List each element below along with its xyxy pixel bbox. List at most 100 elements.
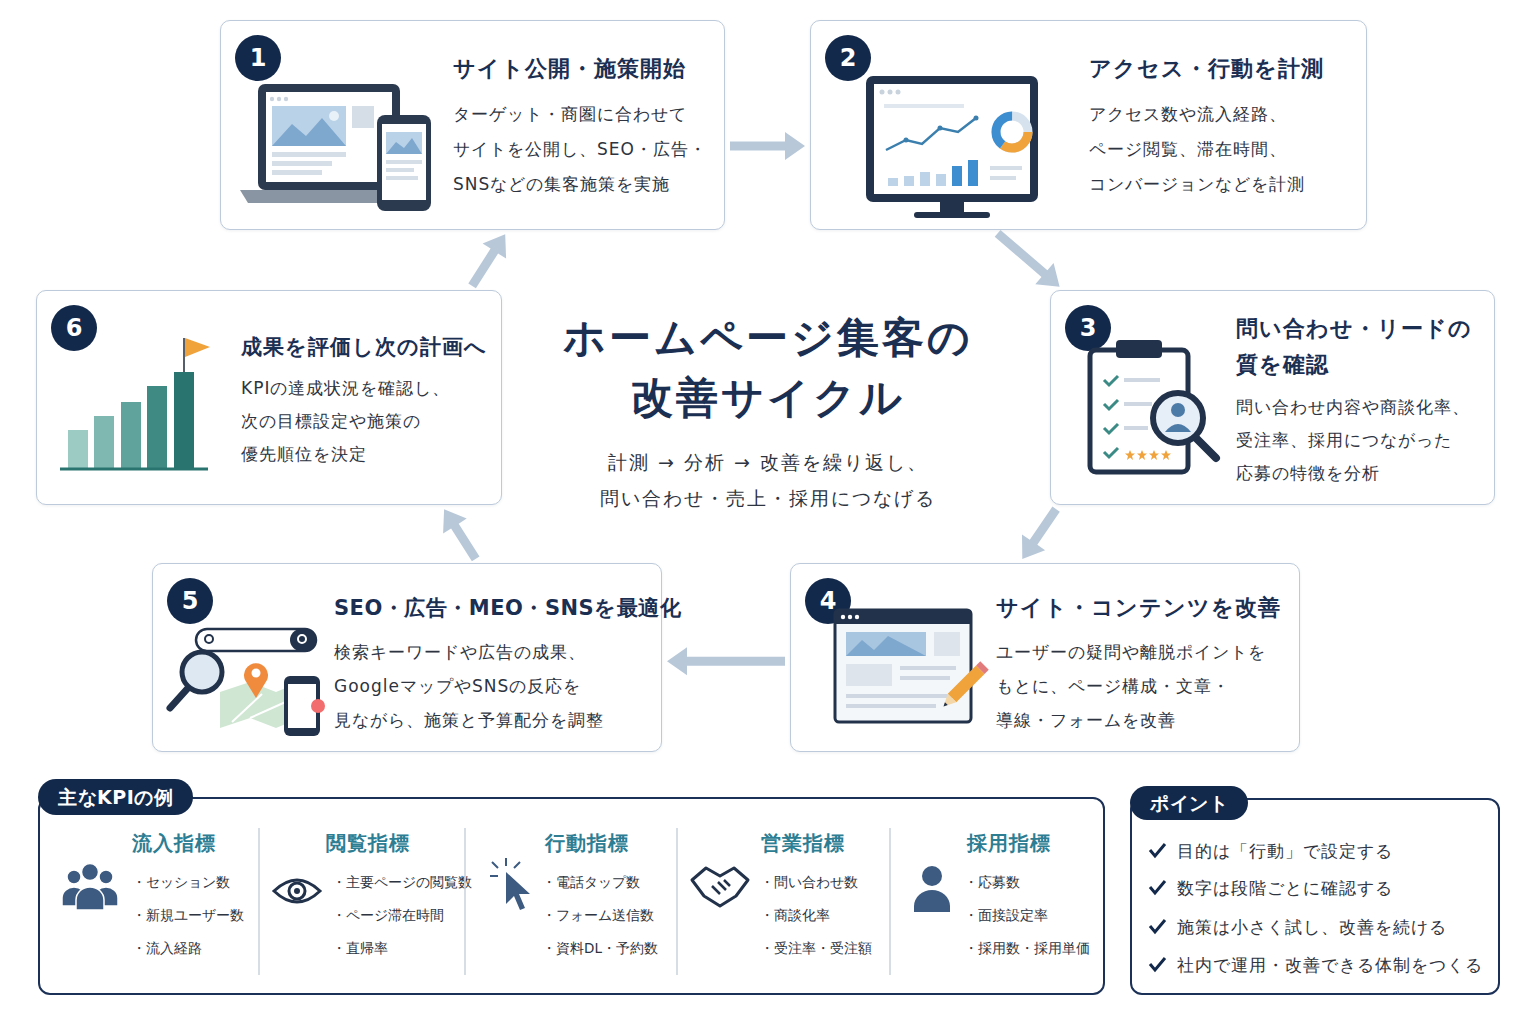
- clipboard-illustration-part: [1124, 426, 1148, 430]
- step-description: ターゲット・商圏に合わせて サイトを公開し、SEO・広告・ SNSなどの集客施策…: [453, 97, 723, 202]
- process-box: 問い合わせ・リードの 質を確認問い合わせ内容や商談化率、 受注率、採用につながっ…: [1050, 290, 1495, 505]
- kpi-icons-part: [294, 888, 300, 894]
- diagram-title: ホームページ集客の 改善サイクル: [508, 308, 1028, 428]
- laptop-illustration-part: [266, 92, 392, 182]
- monitor-illustration-part: [886, 118, 976, 150]
- browser-illustration-part-part: [939, 694, 956, 711]
- monitor-illustration: [866, 76, 1038, 218]
- laptop-illustration-part: [386, 168, 414, 172]
- kpi-category: 行動指標: [497, 827, 677, 859]
- monitor-illustration-part: [874, 84, 1030, 194]
- kpi-icons-part: [922, 866, 942, 886]
- kpi-category: 採用指標: [919, 827, 1099, 859]
- callout-number: 3: [1065, 305, 1111, 351]
- callout-number: 5: [167, 578, 213, 624]
- bar-chart-illustration-part: [60, 468, 208, 471]
- kpi-item: ・セッション数: [132, 866, 230, 899]
- bar-chart-illustration-part: [147, 386, 167, 468]
- clipboard-illustration-part: [1161, 450, 1171, 460]
- diagram-caption: 計測 → 分析 → 改善を繰り返し、 問い合わせ・売上・採用につなげる: [573, 444, 963, 516]
- step-description: 問い合わせ内容や商談化率、 受注率、採用につながった 応募の特徴を分析: [1236, 391, 1494, 490]
- clipboard-illustration-part: [1104, 448, 1118, 457]
- monitor-illustration-part: [940, 202, 964, 214]
- kpi-category: 流入指標: [84, 827, 264, 859]
- browser-illustration-part: [939, 661, 988, 710]
- step-number: 1: [235, 35, 281, 81]
- bar-chart-illustration-part: [68, 430, 88, 468]
- laptop-illustration-part: [386, 176, 418, 180]
- laptop-illustration-part: [272, 161, 332, 166]
- monitor-illustration-part: [904, 176, 914, 186]
- browser-illustration-part-part: [942, 702, 948, 708]
- laptop-illustration-part: [258, 84, 400, 190]
- process-box: アクセス・行動を計測アクセス数や流入経路、 ページ閲覧、滞在時間、 コンバージョ…: [810, 20, 1367, 230]
- check-mark: [1150, 844, 1165, 970]
- search-map-illustration-part: [196, 629, 316, 651]
- kpi-category: 営業指標: [713, 827, 893, 859]
- flow-arrow: [468, 234, 506, 288]
- monitor-illustration-part: [880, 90, 885, 95]
- kpi-icons-part: [712, 880, 730, 894]
- kpi-item: ・新規ユーザー数: [132, 899, 244, 932]
- bar-chart-illustration: [60, 338, 210, 469]
- monitor-illustration-part: [990, 176, 1016, 180]
- kpi-icons-part-part: [76, 887, 104, 910]
- kpi-icons-part-part: [94, 887, 118, 906]
- clipboard-illustration-part: [1149, 450, 1159, 460]
- monitor-illustration-part: [888, 178, 898, 186]
- clipboard-illustration-part: [1104, 424, 1118, 433]
- laptop-illustration-part: [272, 170, 322, 175]
- kpi-item: ・流入経路: [132, 932, 202, 965]
- process-box: SEO・広告・MEO・SNSを最適化検索キーワードや広告の成果、 Googleマ…: [152, 563, 662, 752]
- step-heading: 問い合わせ・リードの 質を確認: [1236, 311, 1491, 383]
- browser-illustration-part: [846, 664, 892, 686]
- step-description: KPIの達成状況を確認し、 次の目標設定や施策の 優先順位を決定: [241, 372, 499, 471]
- clipboard-illustration-part: [1090, 350, 1188, 472]
- kpi-item: ・電話タップ数: [542, 866, 640, 899]
- kpi-item: ・フォーム送信数: [542, 899, 654, 932]
- callout-number: 4: [805, 578, 851, 624]
- point-item: 数字は段階ごとに確認する: [1177, 873, 1393, 903]
- clipboard-illustration-part: [1116, 340, 1162, 358]
- monitor-illustration-part: [996, 116, 1028, 148]
- step-number: 4: [805, 578, 851, 624]
- monitor-illustration-part: [888, 90, 893, 95]
- browser-illustration-part: [835, 610, 971, 624]
- monitor-illustration-part: [866, 76, 1038, 202]
- laptop-illustration-part: [377, 115, 431, 211]
- browser-illustration-part: [835, 610, 971, 722]
- kpi-icons-part: [62, 864, 118, 911]
- laptop-illustration: [240, 84, 431, 211]
- kpi-icons-part: [289, 883, 305, 899]
- kpi-icons-part-part: [67, 870, 81, 884]
- search-map-illustration-part: [298, 635, 306, 643]
- clipboard-illustration-part: [1165, 424, 1191, 432]
- laptop-illustration-part: [272, 152, 346, 157]
- laptop-illustration-part: [284, 97, 288, 101]
- process-box: サイト・コンテンツを改善ユーザーの疑問や離脱ポイントを もとに、ページ構成・文章…: [790, 563, 1300, 752]
- kpi-item: ・応募数: [964, 866, 1020, 899]
- browser-illustration-part: [846, 632, 926, 656]
- monitor-illustration-part: [896, 90, 901, 95]
- monitor-illustration-part: [996, 116, 1028, 148]
- flow-arrow: [667, 647, 785, 675]
- step-heading: アクセス・行動を計測: [1089, 51, 1354, 87]
- panel-heading: 主なKPIの例: [38, 779, 193, 815]
- search-map-illustration-part: [290, 629, 316, 651]
- kpi-icons-part-part: [62, 887, 86, 906]
- monitor-illustration-part: [920, 172, 930, 186]
- laptop-illustration-part: [386, 160, 422, 164]
- monitor-illustration-part: [974, 116, 979, 121]
- search-map-illustration-part: [252, 669, 261, 678]
- browser-illustration-part: [855, 615, 859, 619]
- column-divider-part: [676, 828, 678, 975]
- browser-illustration-part: [846, 694, 956, 698]
- kpi-item: ・面接設定率: [964, 899, 1048, 932]
- kpi-panel: 主なKPIの例流入指標・セッション数・新規ユーザー数・流入経路閲覧指標・主要ペー…: [38, 797, 1105, 995]
- point-panel: ポイント目的は「行動」で設定する数字は段階ごとに確認する施策は小さく試し、改善を…: [1130, 798, 1500, 995]
- step-number: 3: [1065, 305, 1111, 351]
- check-mark-part: [1150, 920, 1165, 932]
- browser-illustration-part: [841, 615, 845, 619]
- clipboard-illustration-part: [1137, 450, 1147, 460]
- monitor-illustration-part: [938, 126, 943, 131]
